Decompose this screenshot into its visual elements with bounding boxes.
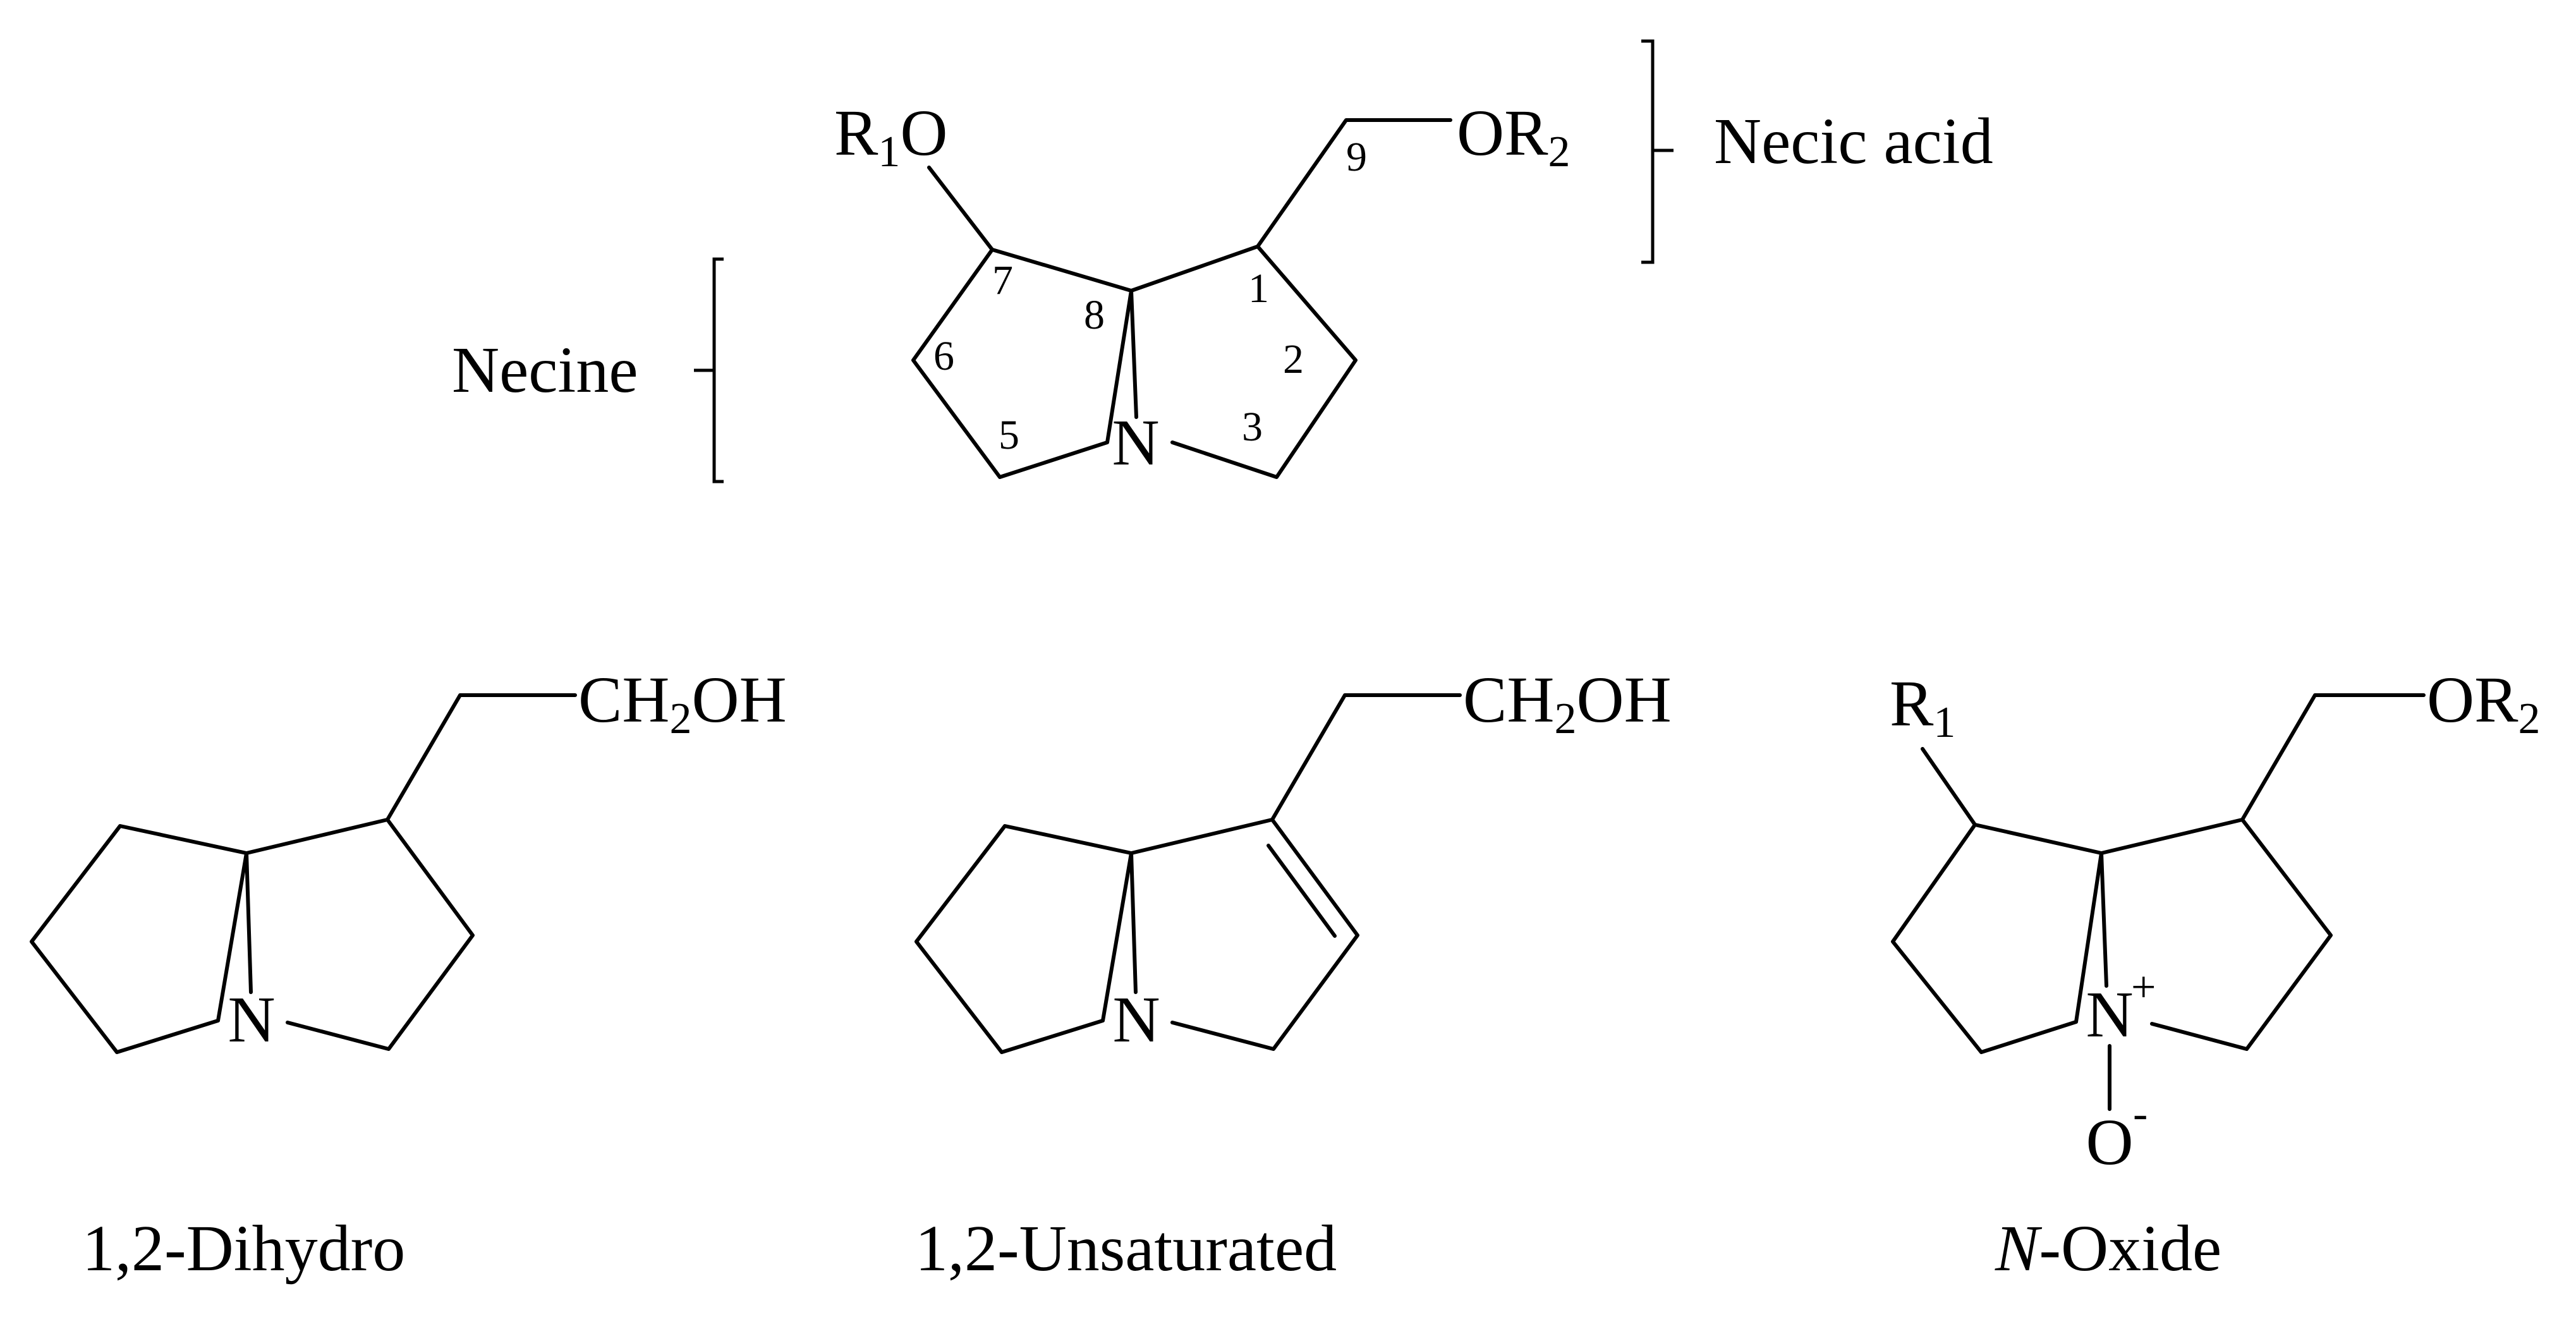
ring-left xyxy=(911,248,1133,479)
dihydro-caption: 1,2-Dihydro xyxy=(82,1212,405,1285)
position-9: 9 xyxy=(1346,134,1367,180)
position-1: 1 xyxy=(1248,265,1269,312)
n-oxide-or2-group: OR2 xyxy=(2427,664,2540,743)
necic-acid-bracket xyxy=(1641,39,1655,264)
unsaturated-structure: CH2OH N 1,2-Unsaturated xyxy=(914,664,1672,1285)
n-oxide-ring-right xyxy=(2099,818,2333,1051)
n-oxide-ring-left xyxy=(1891,823,2103,1054)
dihydro-ring-right xyxy=(245,818,475,1051)
c1-to-c9-chain xyxy=(1256,118,1452,248)
r1o-group: R1O xyxy=(834,97,947,176)
n-oxide-r1-group: R1 xyxy=(1890,667,1955,747)
n-oxide-oxygen-atom: O xyxy=(2086,1106,2133,1179)
dihydro-ch2oh-chain xyxy=(386,693,577,822)
unsaturated-caption: 1,2-Unsaturated xyxy=(915,1212,1337,1285)
unsaturated-nitrogen-atom: N xyxy=(1112,983,1160,1056)
n-oxide-chain xyxy=(2240,693,2426,822)
necine-label: Necine xyxy=(452,334,638,406)
dihydro-ring-left xyxy=(30,824,248,1054)
position-6: 6 xyxy=(933,333,954,379)
position-2: 2 xyxy=(1283,336,1304,382)
unsaturated-n-bond xyxy=(1129,851,1138,994)
unsaturated-ch2oh-chain xyxy=(1270,693,1462,822)
dihydro-structure: CH2OH N 1,2-Dihydro xyxy=(30,664,787,1285)
unsaturated-double-bond-inner xyxy=(1267,844,1337,938)
position-5: 5 xyxy=(999,412,1019,458)
unsaturated-ring-left xyxy=(914,824,1133,1054)
dihydro-n-bond xyxy=(245,851,253,994)
position-3: 3 xyxy=(1242,404,1263,450)
dihydro-ch2oh-group: CH2OH xyxy=(578,664,787,743)
r1o-to-c7-bond xyxy=(927,166,994,252)
position-7: 7 xyxy=(992,257,1013,303)
position-8: 8 xyxy=(1084,292,1105,338)
n-oxide-caption: N-Oxide xyxy=(1995,1212,2221,1285)
ring-right xyxy=(1129,245,1358,479)
nitrogen-atom: N xyxy=(1112,406,1159,479)
necine-bracket xyxy=(712,257,724,483)
n-oxide-n-bond xyxy=(2099,851,2108,988)
necic-acid-label: Necic acid xyxy=(1714,105,1993,178)
or2-group: OR2 xyxy=(1457,97,1570,176)
unsaturated-ch2oh-group: CH2OH xyxy=(1463,664,1672,743)
general-structure: R1O OR2 N 1 2 3 5 6 7 8 9 Necic acid Nec… xyxy=(452,39,1993,483)
dihydro-nitrogen-atom: N xyxy=(228,983,275,1056)
n-oxide-positive-charge: + xyxy=(2131,963,2156,1012)
n-oxide-structure: R1 OR2 N + O - N-Oxide xyxy=(1890,664,2540,1285)
n-oxide-r1-bond xyxy=(1921,747,1977,827)
general-bonds xyxy=(911,118,1452,479)
unsaturated-ring-right xyxy=(1129,818,1359,1051)
n-oxide-nitrogen-atom: N xyxy=(2086,978,2133,1051)
n-to-c8-bond xyxy=(1129,289,1138,419)
n-oxide-negative-charge: - xyxy=(2133,1089,2148,1138)
